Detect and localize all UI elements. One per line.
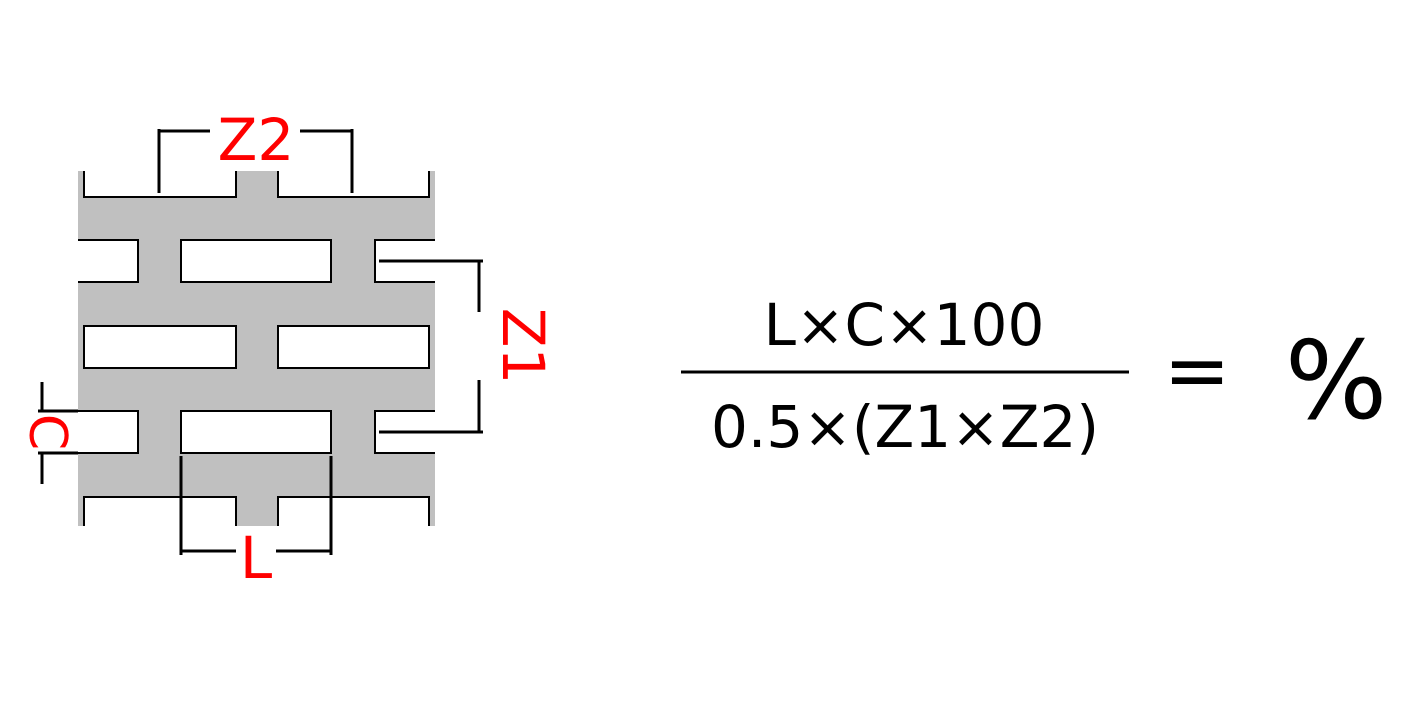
dimension-z2 bbox=[157, 129, 354, 193]
slot-row1-center bbox=[180, 239, 332, 283]
formula-equals-sign: = bbox=[1163, 324, 1230, 417]
formula-numerator: L×C×100 bbox=[764, 291, 1045, 359]
dimension-c bbox=[38, 382, 78, 484]
label-l: L bbox=[240, 524, 272, 592]
slot-bottom-left bbox=[83, 496, 237, 530]
open-area-formula: L×C×100 0.5×(Z1×Z2) = % bbox=[681, 291, 1387, 461]
perforated-plate bbox=[60, 160, 453, 540]
slot-row3-left bbox=[71, 410, 139, 454]
formula-percent-sign: % bbox=[1285, 319, 1388, 444]
slot-bottom-right bbox=[277, 496, 430, 530]
slot-row3-center bbox=[180, 410, 332, 454]
slot-row2-right bbox=[277, 325, 430, 369]
slot-row1-left bbox=[71, 239, 139, 283]
dimension-l bbox=[179, 456, 333, 555]
label-z2: Z2 bbox=[218, 106, 295, 174]
label-c: C bbox=[17, 414, 77, 450]
slot-row2-left bbox=[83, 325, 237, 369]
formula-denominator: 0.5×(Z1×Z2) bbox=[711, 393, 1099, 461]
label-z1: Z1 bbox=[489, 308, 557, 385]
dimension-z1 bbox=[379, 259, 483, 434]
